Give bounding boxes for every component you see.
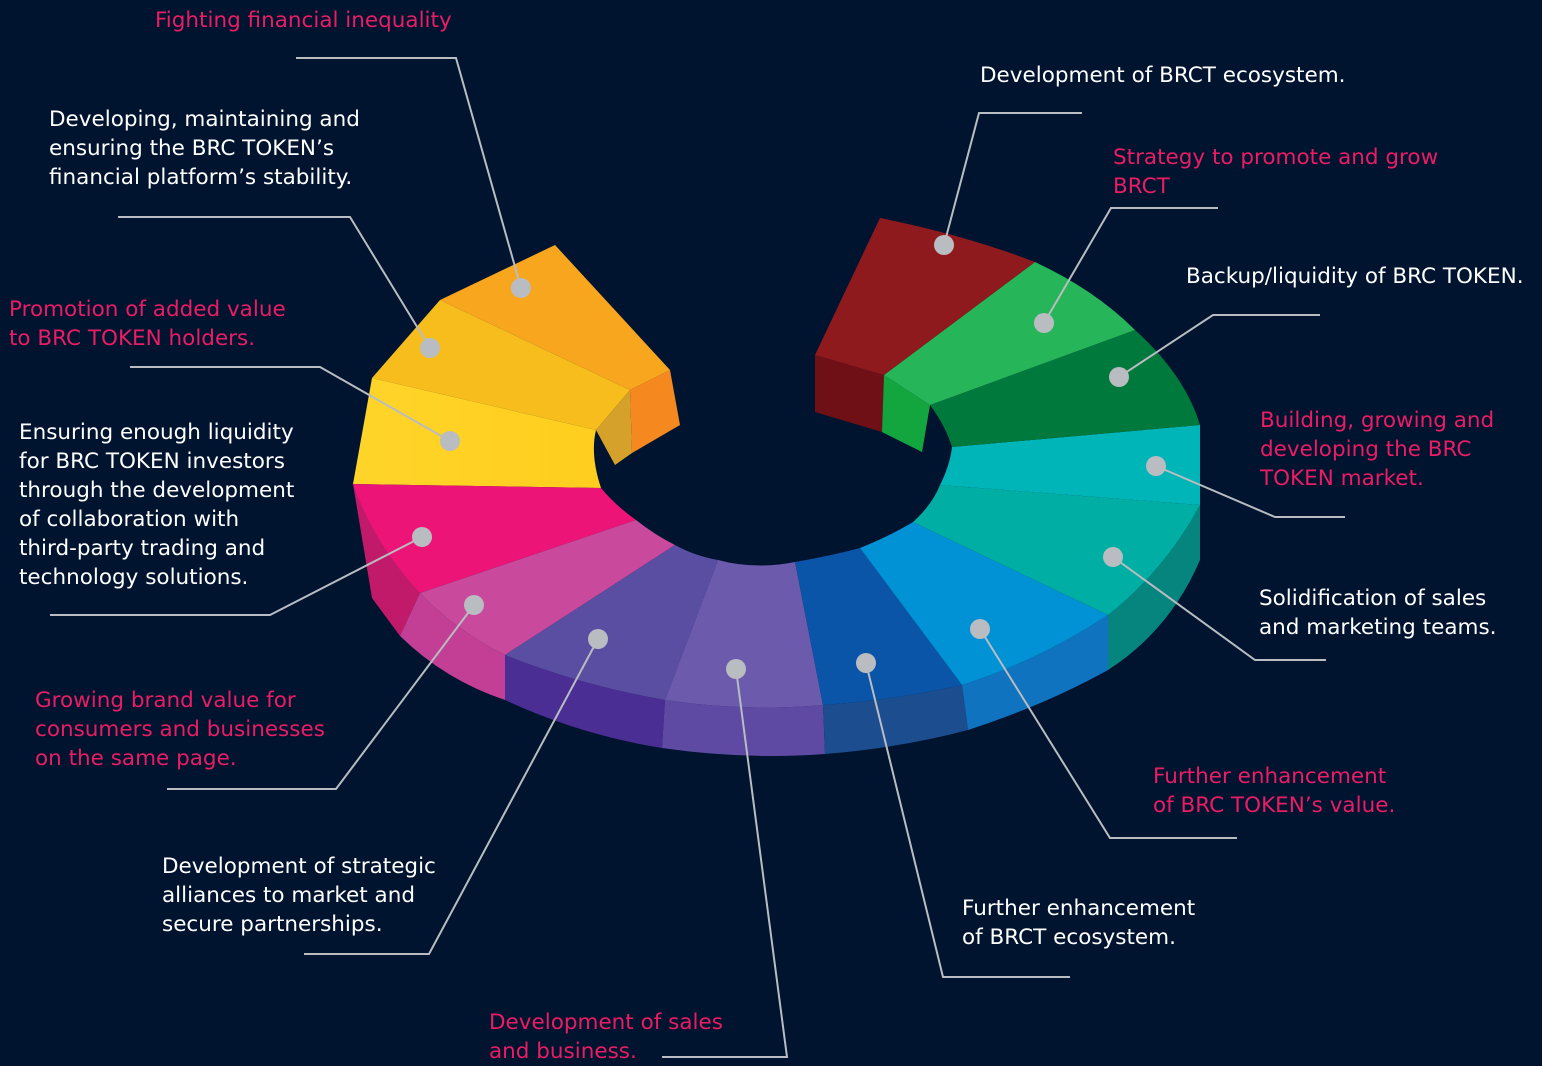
label-promotion-added-value: Promotion of added value to BRC TOKEN ho… bbox=[9, 297, 286, 351]
segment-top-cyan bbox=[940, 425, 1200, 505]
label-development-ecosystem: Development of BRCT ecosystem. bbox=[980, 63, 1346, 88]
leader-lines bbox=[50, 57, 1345, 1058]
segment-top-darkred bbox=[815, 218, 1035, 375]
leader-line-strategic-alliances bbox=[304, 638, 599, 955]
leader-line-solidification bbox=[1112, 556, 1326, 661]
segment-side-green bbox=[882, 375, 930, 452]
label-enhancement-ecosystem: Further enhancement of BRCT ecosystem. bbox=[962, 896, 1196, 950]
leader-dot-fighting bbox=[511, 278, 531, 298]
ring-tops bbox=[353, 218, 1200, 708]
segment-top-amber bbox=[372, 300, 630, 430]
label-strategic-alliances: Development of strategic alliances to ma… bbox=[162, 854, 436, 937]
segment-top-blue bbox=[860, 522, 1108, 685]
segment-top-magenta bbox=[353, 484, 636, 593]
segment-top-darkgreen bbox=[930, 330, 1200, 447]
leader-dot-enhance-value bbox=[970, 619, 990, 639]
segment-side-navy bbox=[823, 685, 968, 754]
segment-top-yellow bbox=[353, 378, 601, 488]
leader-line-backup-liquidity bbox=[1118, 314, 1320, 378]
leader-dot-solidification bbox=[1103, 547, 1123, 567]
label-sales-and-business: Development of sales and business. bbox=[489, 1010, 723, 1064]
segment-side-orange bbox=[630, 370, 680, 453]
leader-line-fighting bbox=[296, 57, 522, 289]
leader-dot-promotion-value bbox=[440, 431, 460, 451]
segment-top-teal bbox=[913, 485, 1200, 615]
segment-top-green bbox=[884, 262, 1135, 405]
label-ensuring-liquidity: Ensuring enough liquidity for BRC TOKEN … bbox=[19, 420, 295, 590]
leader-line-enhance-ecosystem bbox=[865, 662, 1070, 978]
leader-dot-strategy-promote bbox=[1034, 313, 1054, 333]
leader-dot-brand-value bbox=[464, 595, 484, 615]
segment-side-darkred bbox=[815, 355, 884, 432]
segment-top-navy bbox=[795, 548, 962, 705]
label-building-market: Building, growing and developing the BRC… bbox=[1260, 408, 1495, 491]
leader-dot-ensuring-liquidity bbox=[412, 527, 432, 547]
segment-top-violet bbox=[665, 560, 823, 708]
leader-line-brand-value bbox=[167, 604, 475, 790]
label-enhancement-token-value: Further enhancement of BRC TOKEN’s value… bbox=[1153, 764, 1396, 818]
label-fighting-financial-inequality: Fighting financial inequality bbox=[155, 8, 452, 33]
leader-line-development-ecosystem bbox=[943, 112, 1082, 246]
leader-line-enhance-value bbox=[979, 628, 1237, 839]
leader-line-strategy-promote bbox=[1043, 207, 1218, 324]
leader-dot-backup-liquidity bbox=[1109, 367, 1129, 387]
segment-side-blue bbox=[962, 615, 1108, 730]
leader-dot-building-market bbox=[1146, 456, 1166, 476]
leader-dots bbox=[412, 235, 1166, 679]
leader-dot-enhance-ecosystem bbox=[856, 653, 876, 673]
leader-line-ensuring-liquidity bbox=[50, 536, 423, 616]
label-strategy-promote: Strategy to promote and grow BRCT bbox=[1113, 145, 1439, 199]
label-backup-liquidity: Backup/liquidity of BRC TOKEN. bbox=[1186, 264, 1524, 289]
leader-dot-development-ecosystem bbox=[934, 235, 954, 255]
leader-line-building-market bbox=[1155, 465, 1345, 518]
segment-side-amber bbox=[596, 390, 632, 465]
leader-line-sales-business bbox=[662, 668, 789, 1058]
label-growing-brand-value: Growing brand value for consumers and bu… bbox=[35, 688, 325, 771]
leader-line-developing-platform bbox=[118, 216, 431, 349]
leader-dot-sales-business bbox=[726, 659, 746, 679]
segment-side-indigo bbox=[505, 655, 665, 748]
leader-dot-developing-platform bbox=[420, 338, 440, 358]
segment-top-orange bbox=[440, 245, 670, 390]
ring-sides bbox=[353, 355, 1200, 756]
label-developing-platform-stability: Developing, maintaining and ensuring the… bbox=[49, 107, 360, 190]
segment-top-indigo bbox=[505, 545, 718, 700]
label-solidification-teams: Solidification of sales and marketing te… bbox=[1259, 586, 1497, 640]
leader-line-promotion-value bbox=[130, 366, 451, 442]
segment-top-pink bbox=[420, 520, 675, 655]
segment-side-pink bbox=[400, 593, 505, 700]
leader-dot-strategic-alliances bbox=[588, 629, 608, 649]
